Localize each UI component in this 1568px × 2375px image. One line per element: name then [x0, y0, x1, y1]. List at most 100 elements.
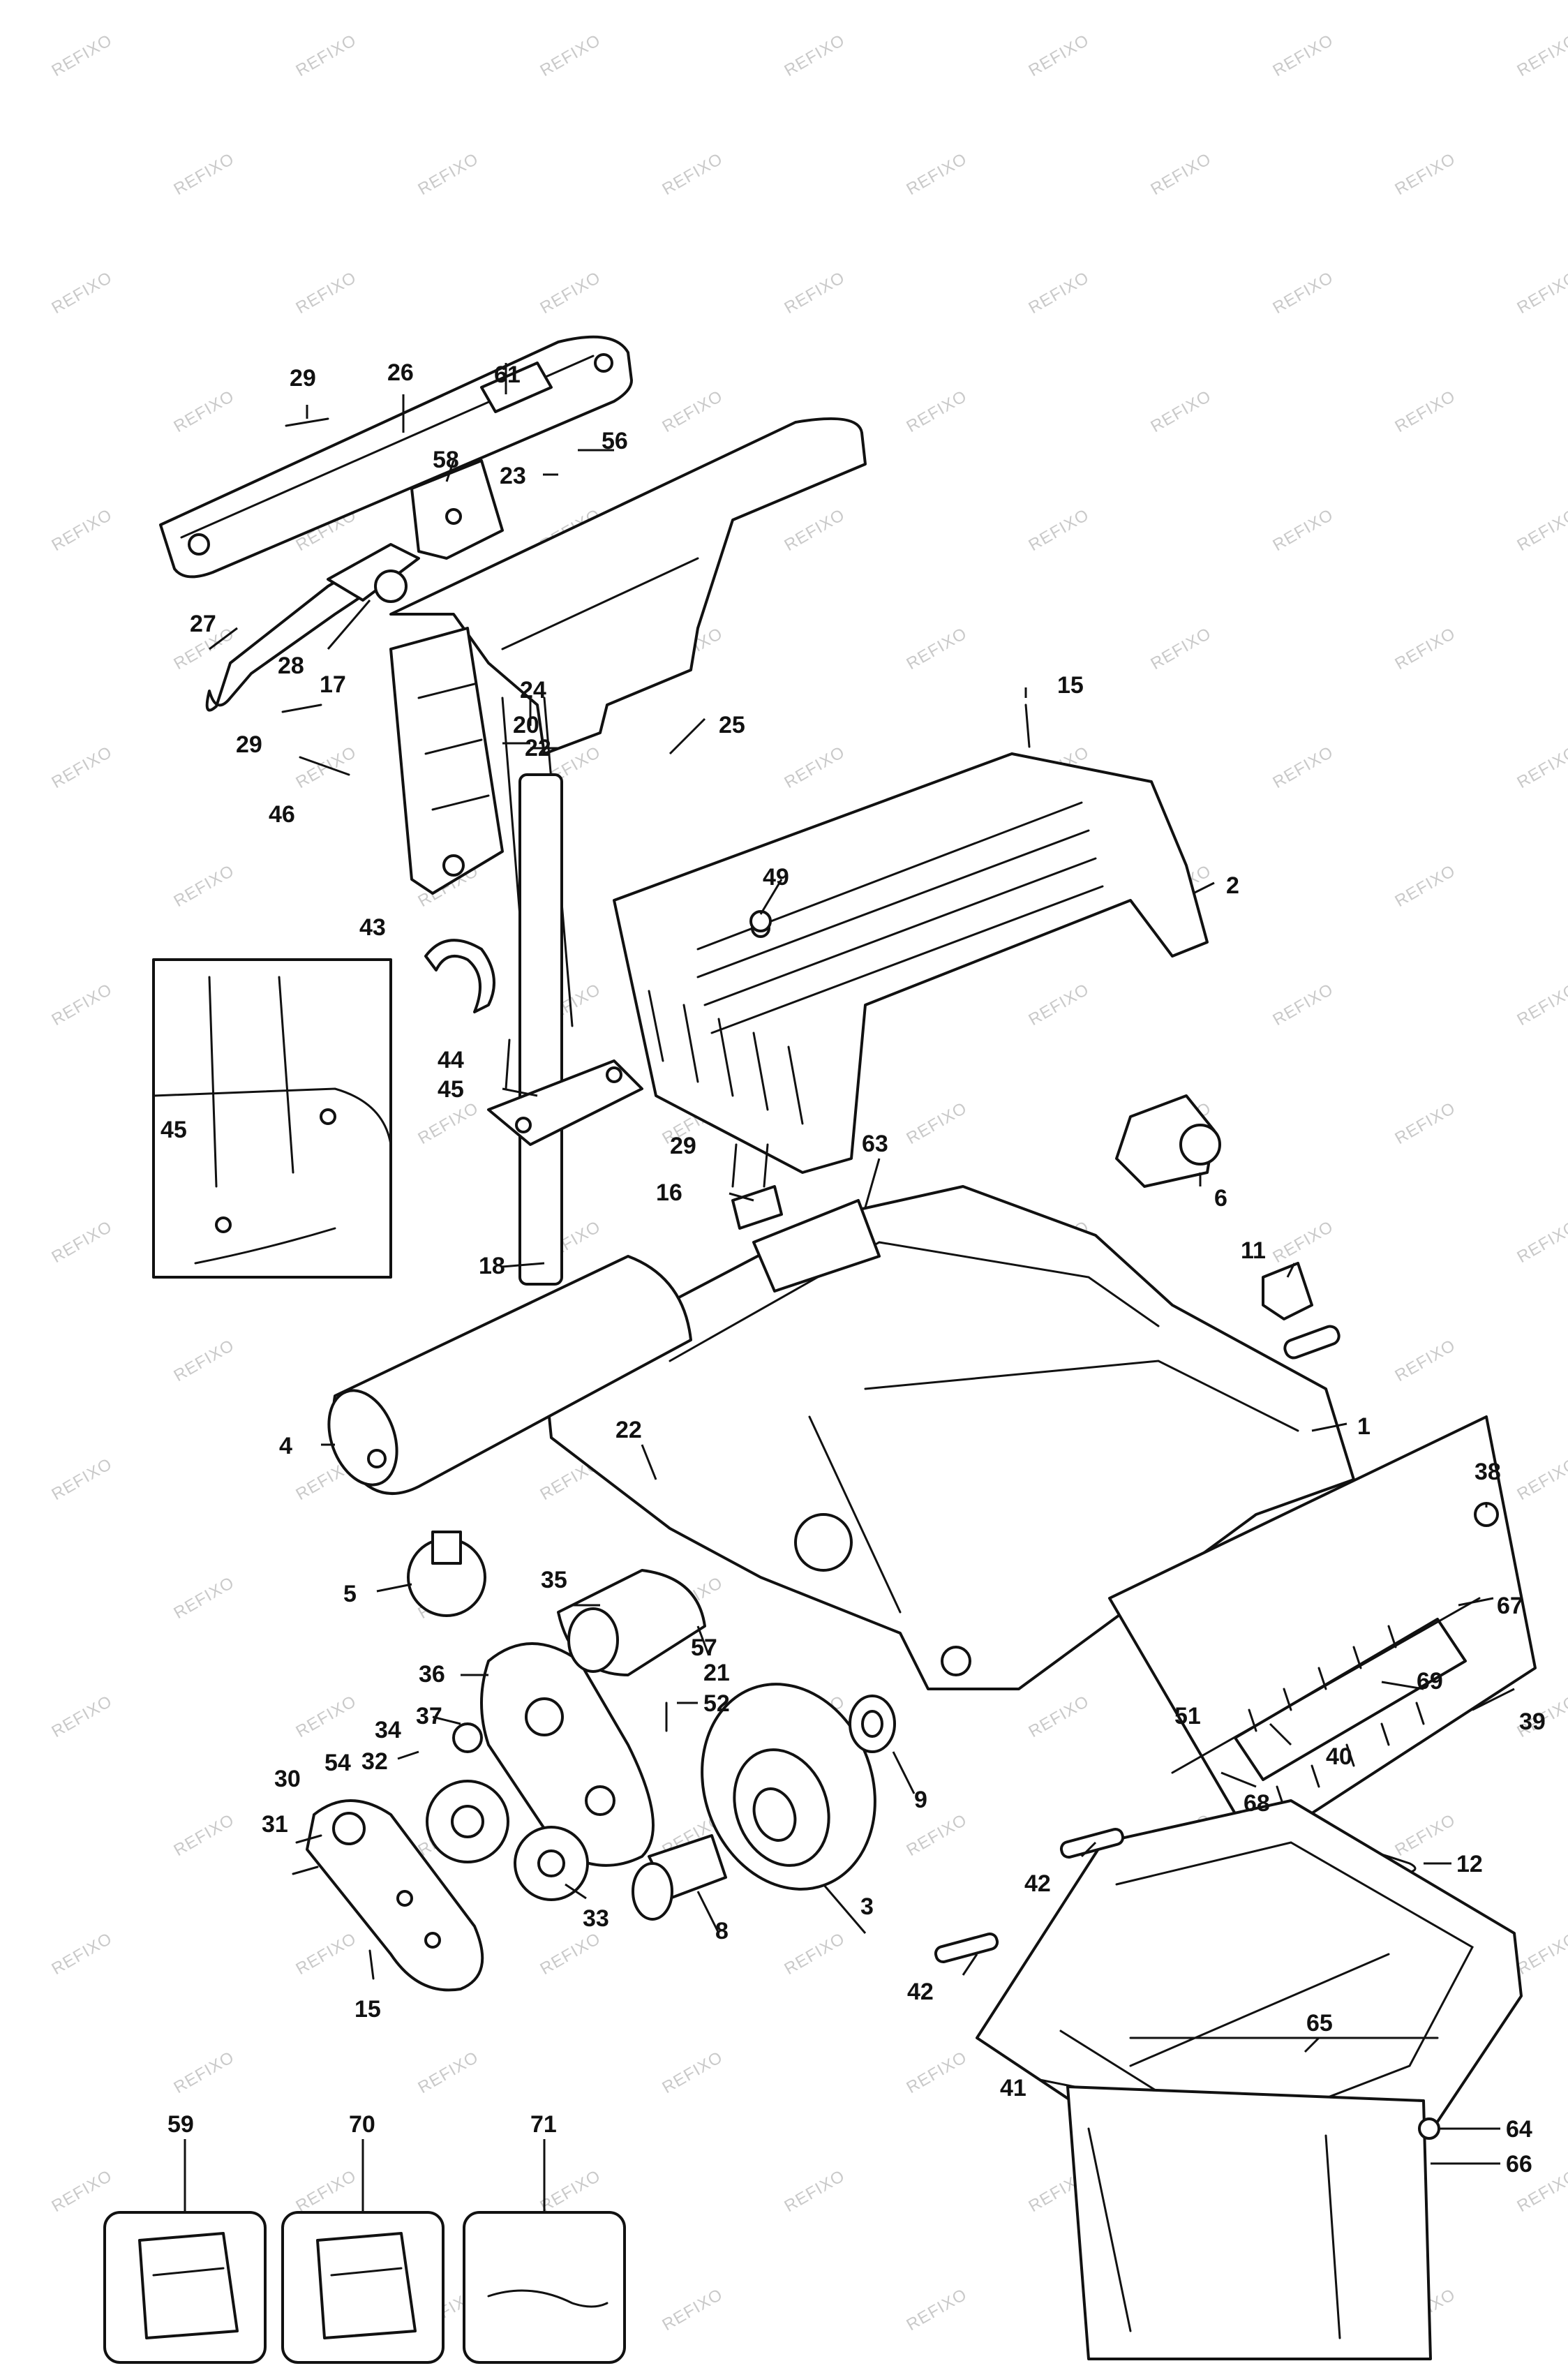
label-69: 69: [1417, 1668, 1443, 1695]
label-57: 57: [691, 1635, 717, 1661]
wheel: [632, 1683, 896, 1921]
watermark-text: REFIXO: [49, 2166, 116, 2216]
bearing-11: [1262, 1262, 1313, 1320]
watermark-text: REFIXO: [782, 1929, 849, 1979]
pin: [1283, 1325, 1341, 1360]
label-65: 65: [1306, 2010, 1333, 2037]
watermark-text: REFIXO: [171, 149, 238, 199]
watermark-text: REFIXO: [1026, 980, 1093, 1029]
watermark-text: REFIXO: [1026, 505, 1093, 555]
screw-icon: [292, 1866, 319, 1875]
bag-icon: [316, 2232, 417, 2339]
label-29c: 29: [670, 1133, 696, 1159]
watermark-text: REFIXO: [1392, 387, 1459, 436]
label-64: 64: [1506, 2116, 1532, 2143]
label-67: 67: [1497, 1593, 1523, 1619]
small-parts: [731, 1094, 1341, 1360]
roller-inset: [1108, 1415, 1537, 1851]
screw-icon: [299, 756, 350, 776]
label-61: 61: [494, 362, 521, 388]
label-71: 71: [530, 2111, 557, 2138]
wire-icon: [487, 2289, 608, 2308]
watermark-text: REFIXO: [1514, 1929, 1568, 1979]
label-5: 5: [343, 1581, 357, 1607]
watermark-text: REFIXO: [171, 861, 238, 911]
watermark-text: REFIXO: [171, 2048, 238, 2097]
watermark-text: REFIXO: [49, 980, 116, 1029]
tube-18: [518, 773, 563, 1286]
label-29b: 29: [236, 731, 262, 758]
watermark-text: REFIXO: [1270, 1217, 1337, 1267]
gear-37: [452, 1722, 483, 1753]
label-12: 12: [1456, 1851, 1483, 1877]
watermark-text: REFIXO: [1270, 505, 1337, 555]
watermark-text: REFIXO: [293, 268, 360, 318]
shaft-68: [1171, 1597, 1481, 1774]
bag-icon: [138, 2232, 239, 2339]
roller-69: [1234, 1618, 1467, 1781]
watermark-text: REFIXO: [1514, 505, 1568, 555]
motor: [327, 1255, 692, 1495]
screw-icon: [505, 1038, 511, 1090]
watermark-text: REFIXO: [659, 149, 726, 199]
watermark-text: REFIXO: [171, 1810, 238, 1860]
handle-assembly: [159, 335, 633, 712]
watermark-text: REFIXO: [659, 2285, 726, 2335]
screw-icon: [285, 417, 329, 427]
switch-box: [389, 627, 504, 895]
watermark-text: REFIXO: [659, 2048, 726, 2097]
handle-frame-25: [389, 417, 867, 755]
watermark-text: REFIXO: [1392, 861, 1459, 911]
watermark-text: REFIXO: [415, 1099, 482, 1148]
bearing-6: [1115, 1094, 1216, 1188]
watermark-text: REFIXO: [49, 268, 116, 318]
watermark-text: REFIXO: [1514, 980, 1568, 1029]
label-27: 27: [190, 611, 216, 637]
watermark-text: REFIXO: [904, 1099, 971, 1148]
watermark-text: REFIXO: [49, 1217, 116, 1267]
detail-inset: [152, 958, 392, 1279]
watermark-text: REFIXO: [904, 2285, 971, 2335]
label-15a: 15: [1057, 672, 1084, 699]
label-56: 56: [602, 428, 628, 454]
watermark-text: REFIXO: [537, 268, 604, 318]
label-25: 25: [719, 712, 745, 738]
clamp-16: [731, 1185, 783, 1230]
label-66: 66: [1506, 2151, 1532, 2177]
watermark-text: REFIXO: [415, 149, 482, 199]
clip-43: [424, 939, 495, 1013]
handle-tube: [424, 773, 643, 1286]
watermark-text: REFIXO: [1270, 743, 1337, 792]
motor-cover: [613, 752, 1209, 1174]
label-24: 24: [520, 677, 546, 703]
watermark-text: REFIXO: [49, 1929, 116, 1979]
watermark-text: REFIXO: [537, 1929, 604, 1979]
watermark-text: REFIXO: [1392, 1810, 1459, 1860]
label-68: 68: [1244, 1790, 1270, 1817]
label-41: 41: [1000, 2075, 1026, 2101]
screw-icon: [763, 1143, 769, 1188]
watermark-text: REFIXO: [49, 743, 116, 792]
label-1: 1: [1357, 1413, 1371, 1440]
label-30: 30: [274, 1766, 301, 1792]
watermark-text: REFIXO: [537, 31, 604, 80]
main-housing: [543, 1185, 1355, 1690]
circlip-38: [1474, 1502, 1499, 1527]
label-49: 49: [763, 864, 789, 891]
label-45b: 45: [160, 1117, 187, 1143]
label-28: 28: [278, 653, 304, 679]
label-11: 11: [1241, 1237, 1266, 1264]
watermark-text: REFIXO: [904, 387, 971, 436]
label-20: 20: [513, 712, 539, 738]
label-15b: 15: [354, 1996, 381, 2023]
label-33: 33: [583, 1905, 609, 1932]
watermark-text: REFIXO: [171, 387, 238, 436]
watermark-text: REFIXO: [171, 1336, 238, 1385]
watermark-text: REFIXO: [1148, 387, 1215, 436]
leader-lines: [184, 363, 1515, 2212]
motor-cover-2: [613, 752, 1209, 1174]
watermark-text: REFIXO: [293, 2166, 360, 2216]
watermark-text: REFIXO: [1026, 1692, 1093, 1741]
watermark-text: REFIXO: [1270, 268, 1337, 318]
